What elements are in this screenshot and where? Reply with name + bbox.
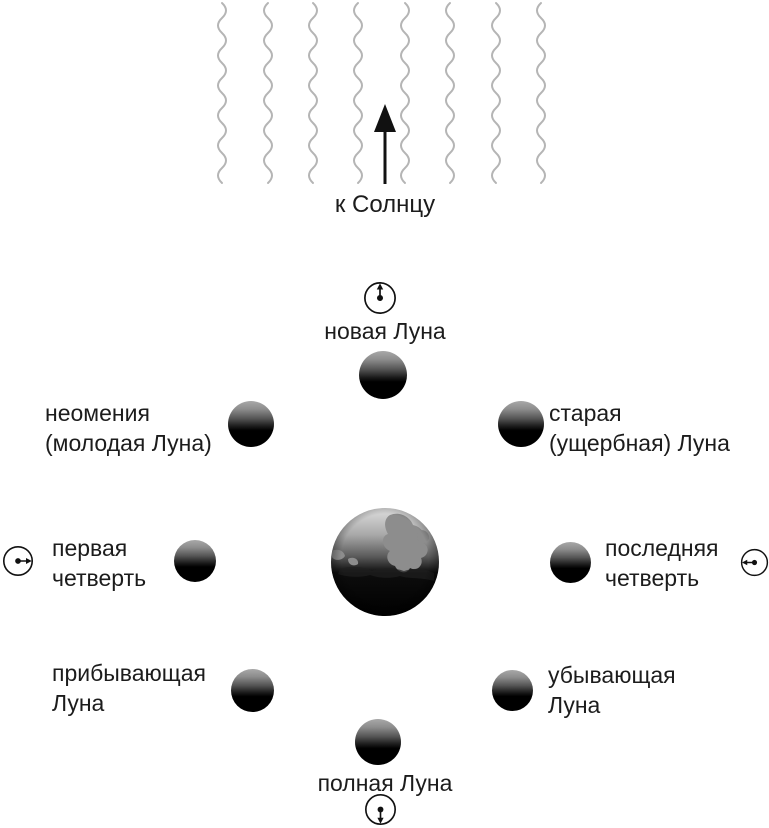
label-first-quarter: первая четверть <box>52 535 147 591</box>
moon-waxing-crescent <box>228 401 274 447</box>
observer-left-icon <box>740 548 769 577</box>
moon-waning-crescent <box>498 401 544 447</box>
label-neomenia: неомения (молодая Луна) <box>45 400 212 456</box>
label-old-moon: старая (ущербная) Луна <box>549 400 730 456</box>
observer-up-icon <box>363 281 397 315</box>
label-waning-moon: убывающая Луна <box>548 662 676 718</box>
moon-last-quarter <box>550 542 591 583</box>
sun-rays-icon <box>217 2 546 184</box>
moon-full <box>355 719 401 765</box>
moon-new <box>359 351 407 399</box>
moon-waxing-gibbous <box>231 669 274 712</box>
sun-arrow-icon <box>374 104 396 184</box>
sun-direction-label: к Солнцу <box>334 191 436 218</box>
moon-waning-gibbous <box>492 670 533 711</box>
observer-right-icon <box>2 545 34 577</box>
label-last-quarter: последняя четверть <box>605 535 719 591</box>
label-full-moon: полная Луна <box>317 770 453 796</box>
label-waxing-moon: прибывающая Луна <box>52 660 206 716</box>
observer-down-icon <box>364 793 397 826</box>
label-new-moon: новая Луна <box>324 318 446 344</box>
moon-first-quarter <box>174 540 216 582</box>
earth-globe <box>331 508 439 616</box>
